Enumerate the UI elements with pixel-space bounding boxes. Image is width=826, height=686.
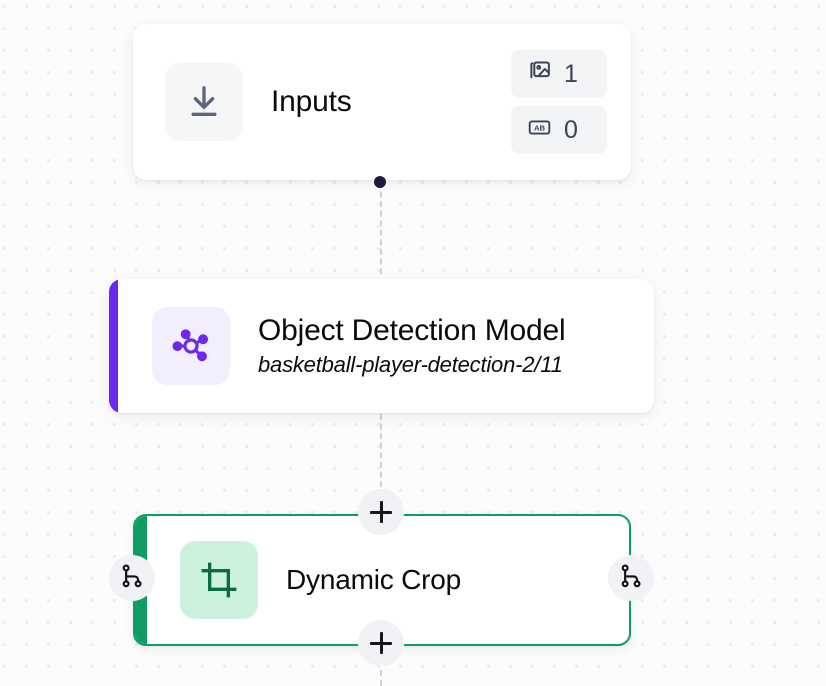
node-model-body: Object Detection Model basketball-player… [258,314,566,378]
badge-images-count: 1 [564,59,578,88]
plus-icon [370,501,392,523]
badge-text-count: 0 [564,115,578,144]
add-node-below-button[interactable] [358,620,404,666]
node-crop-body: Dynamic Crop [286,564,461,596]
edge-crop-downstream [380,660,382,686]
svg-text:AB: AB [534,124,546,133]
connection-handle-inputs-output[interactable] [374,176,386,188]
edge-model-to-crop [380,414,382,516]
badge-text[interactable]: AB 0 [511,106,607,154]
node-model-subtitle: basketball-player-detection-2/11 [258,352,563,377]
node-inputs[interactable]: Inputs 1 AB [133,24,631,180]
download-icon [165,63,243,141]
node-crop-title: Dynamic Crop [286,564,461,595]
plus-icon [370,632,392,654]
add-node-above-button[interactable] [358,489,404,535]
git-branch-icon [119,563,145,594]
node-object-detection-model[interactable]: Object Detection Model basketball-player… [109,279,654,413]
badge-images[interactable]: 1 [511,50,607,98]
node-inputs-body: Inputs [271,85,352,119]
branch-left-button[interactable] [109,555,155,601]
node-inputs-badges: 1 AB 0 [511,50,607,154]
image-icon [527,59,552,89]
model-hub-icon [152,307,230,385]
branch-right-button[interactable] [608,555,654,601]
node-model-title: Object Detection Model [258,314,566,347]
git-branch-icon [618,563,644,594]
edge-inputs-to-model [380,182,382,274]
node-inputs-title: Inputs [271,85,352,118]
crop-icon [180,541,258,619]
node-dynamic-crop[interactable]: Dynamic Crop [133,514,631,646]
text-ab-icon: AB [527,115,552,145]
node-accent-bar-purple [109,279,118,413]
